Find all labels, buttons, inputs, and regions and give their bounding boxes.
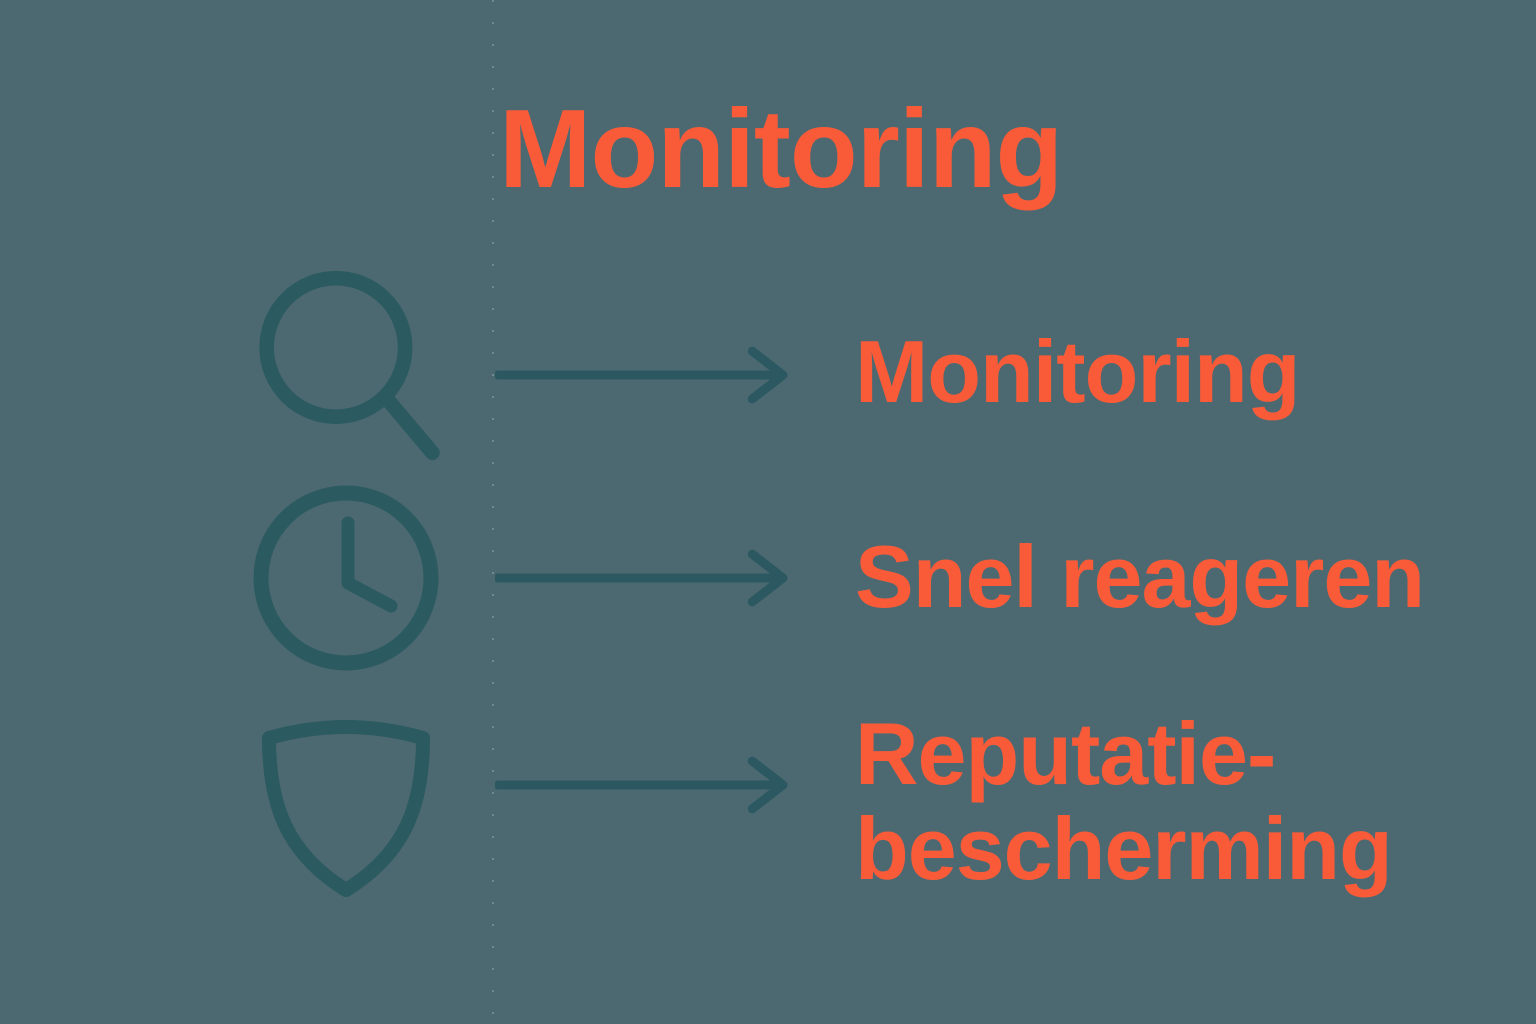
row-label-monitoring: Monitoring: [855, 322, 1301, 421]
row-label-reputatiebescherming: Reputatie- bescherming: [855, 704, 1393, 899]
shield-icon: [258, 712, 434, 898]
arrow-right-icon: [493, 344, 793, 411]
arrow-right-icon: [493, 547, 793, 614]
arrow-right-icon: [493, 754, 793, 821]
row-label-snel-reageren: Snel reageren: [855, 527, 1425, 626]
page-title: Monitoring: [499, 87, 1063, 211]
dotted-divider-line: [492, 0, 494, 1024]
search-icon: [253, 265, 448, 465]
clock-icon: [251, 483, 441, 673]
